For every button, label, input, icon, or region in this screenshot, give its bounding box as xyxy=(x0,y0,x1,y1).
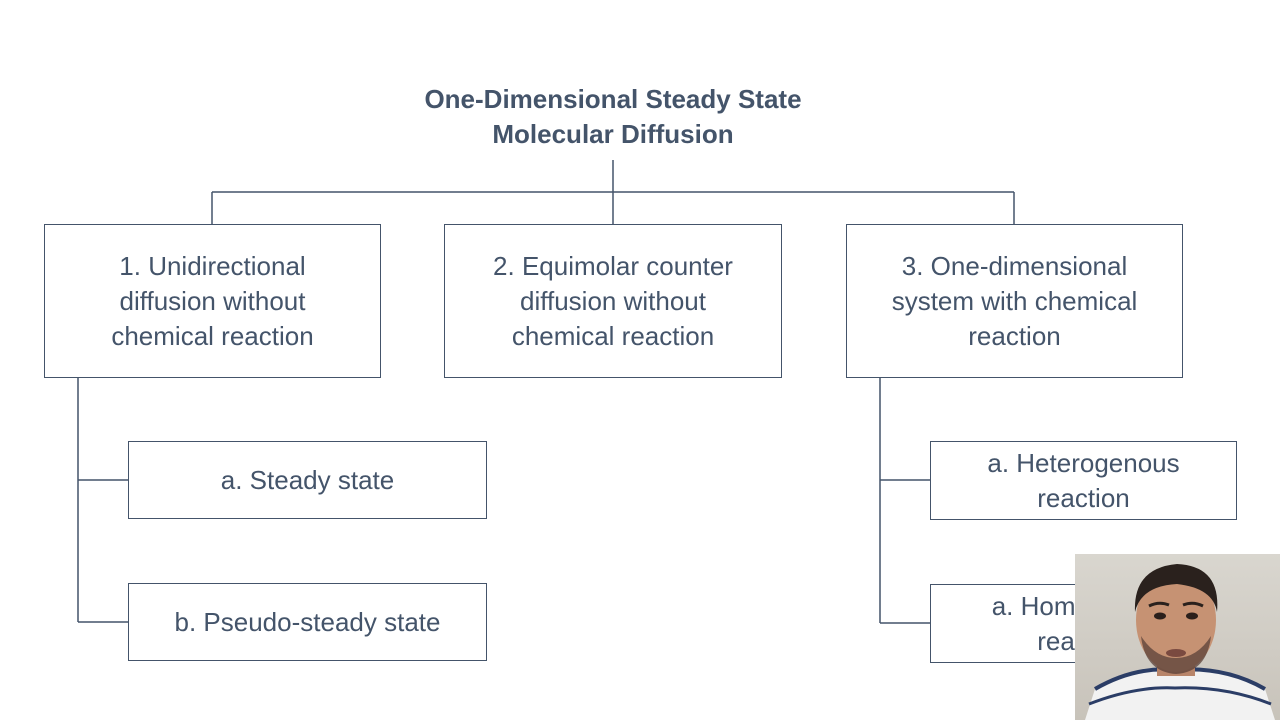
subcategory-box-steady-state: a. Steady state xyxy=(128,441,487,519)
title-line-2: Molecular Diffusion xyxy=(492,119,734,149)
box-text-line: chemical reaction xyxy=(511,320,715,351)
box-text-line: 2. Equimolar counter xyxy=(493,250,733,281)
category-box-chemical-reaction: 3. One-dimensional system with chemical … xyxy=(846,224,1183,378)
category-box-equimolar: 2. Equimolar counter diffusion without c… xyxy=(444,224,782,378)
subcategory-box-heterogenous: a. Heterogenous reaction xyxy=(930,441,1237,520)
presenter-hair xyxy=(1134,564,1218,612)
box-text-line: diffusion without xyxy=(520,285,706,316)
presenter-shirt xyxy=(1085,669,1275,720)
category-box-unidirectional: 1. Unidirectional diffusion without chem… xyxy=(44,224,381,378)
box-text-line: system with chemical xyxy=(891,285,1138,316)
box-text-line: 1. Unidirectional xyxy=(119,250,306,281)
box-text-line: 3. One-dimensional xyxy=(901,250,1128,281)
presenter-head xyxy=(1136,568,1216,672)
box-text-line: reaction xyxy=(1037,482,1130,513)
subcategory-box-pseudo-steady-state: b. Pseudo-steady state xyxy=(128,583,487,661)
box-text-line: b. Pseudo-steady state xyxy=(174,606,441,637)
presenter-figure xyxy=(1085,564,1275,720)
box-text-line: reaction xyxy=(968,320,1061,351)
box-text-line: a. Steady state xyxy=(220,464,395,495)
presenter-webcam xyxy=(1075,554,1280,720)
title-line-1: One-Dimensional Steady State xyxy=(424,84,802,114)
box-text-line: diffusion without xyxy=(119,285,306,316)
diagram-title: One-Dimensional Steady State Molecular D… xyxy=(340,82,886,152)
box-text-line: a. Heterogenous xyxy=(987,447,1180,478)
box-text-line: chemical reaction xyxy=(111,320,314,351)
